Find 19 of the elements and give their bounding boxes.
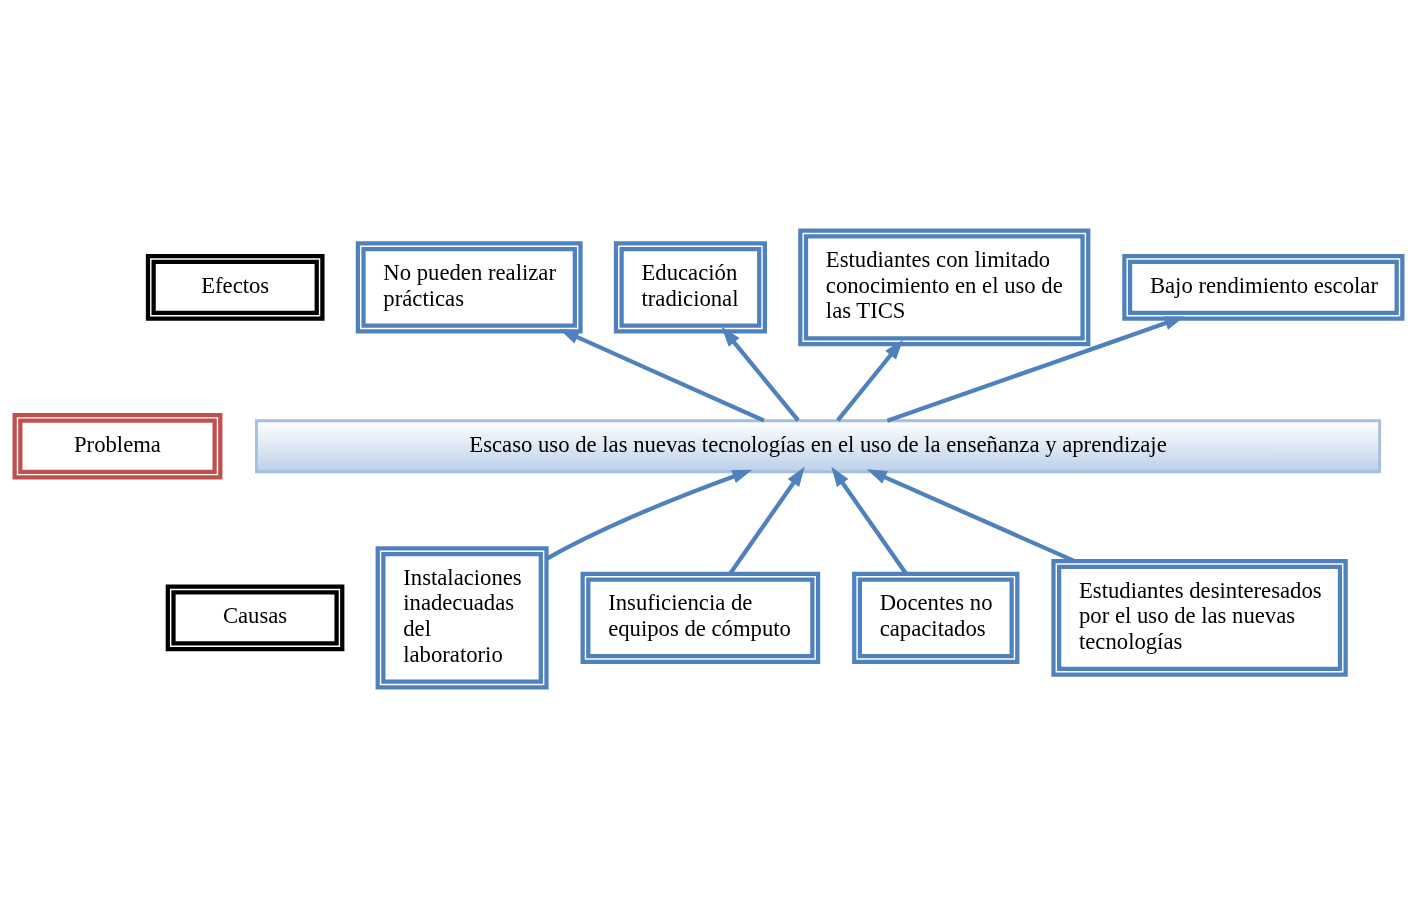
arrow <box>559 328 765 423</box>
node-box: Bajo rendimiento escolar <box>1122 253 1405 321</box>
node-box: Docentes no capacitados <box>852 571 1020 664</box>
arrow <box>728 466 805 575</box>
arrow <box>886 316 1185 423</box>
node-box: Problema <box>12 412 223 480</box>
node-box: No pueden realizar prácticas <box>355 240 583 333</box>
arrow <box>836 339 904 422</box>
arrow <box>831 466 908 575</box>
node-box: Escaso uso de las nuevas tecnologías en el uso de la enseñanza y aprendizaje <box>255 418 1382 473</box>
node-box: Estudiantes desinteresados por el uso de las nuevas tecnologías <box>1051 558 1348 677</box>
node-box: Efectos <box>145 253 325 321</box>
node-box: Causas <box>165 584 345 651</box>
node-box: Instalaciones inadecuadas del laboratorio <box>375 545 549 689</box>
node-box: Educación tradicional <box>613 240 767 333</box>
node-box: Insuficiencia de equipos de cómputo <box>580 571 821 664</box>
arrow <box>721 326 800 422</box>
arrow <box>545 469 753 561</box>
node-box: Estudiantes con limitado conocimiento en el uso de las TICS <box>798 228 1091 346</box>
